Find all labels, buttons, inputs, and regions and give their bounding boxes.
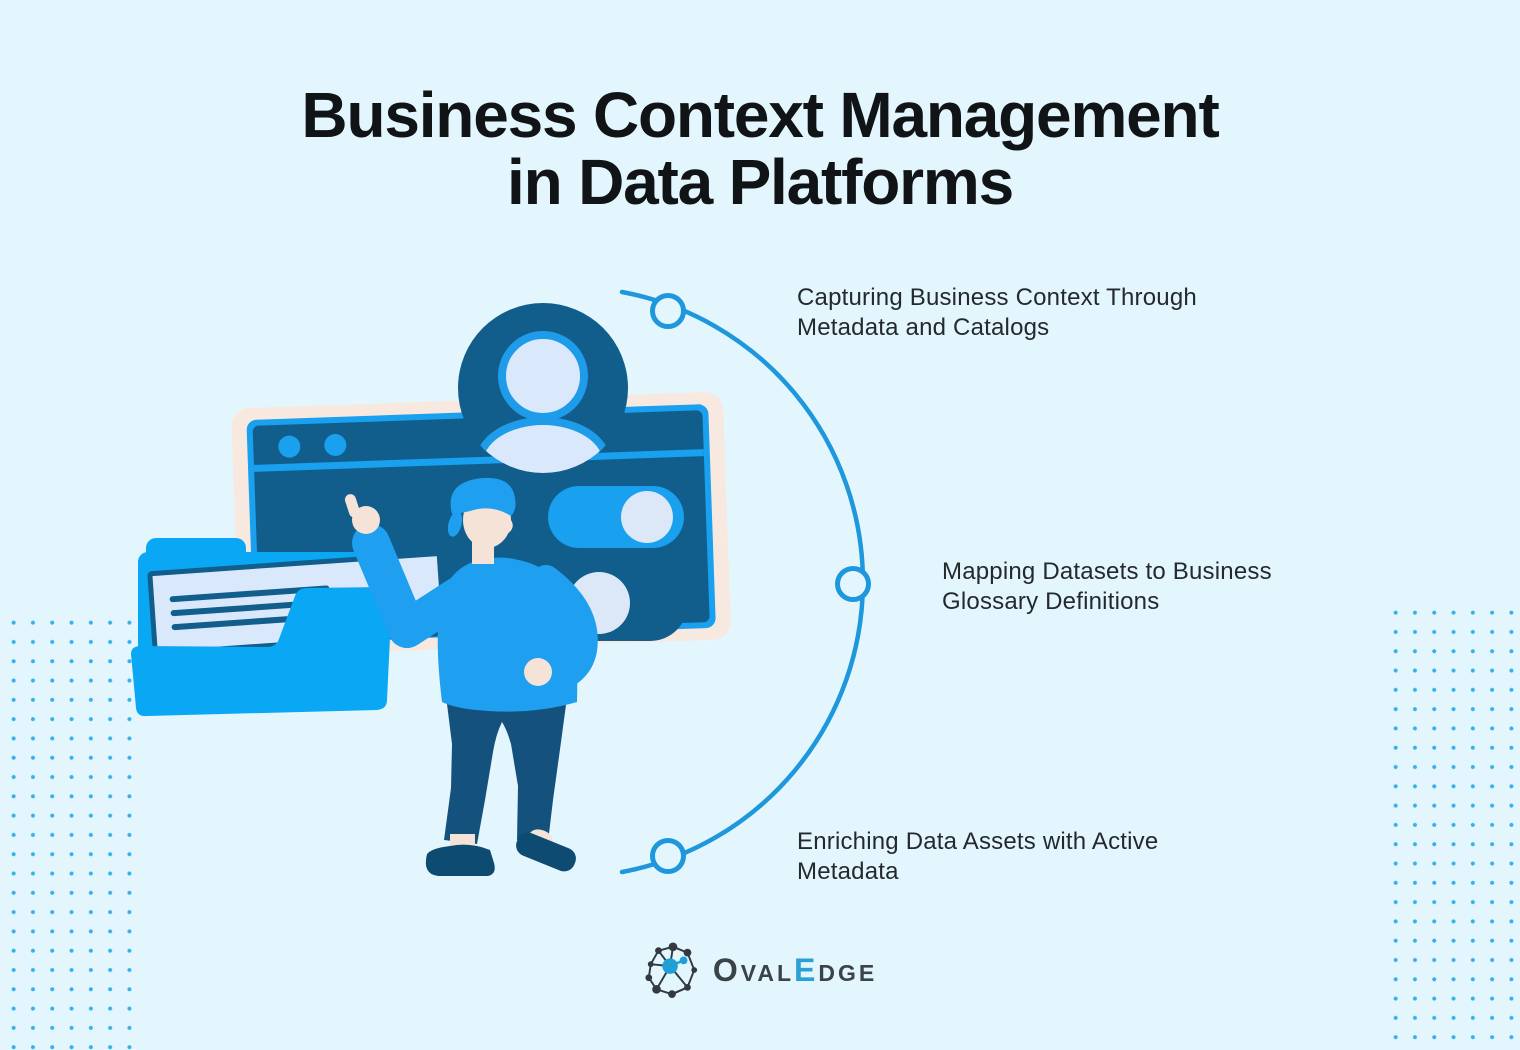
presenter-person-icon — [344, 477, 598, 876]
step-label-mapping: Mapping Datasets to Business Glossary De… — [942, 558, 1272, 615]
folder-front — [131, 587, 392, 717]
person-pants — [444, 688, 568, 844]
browser-dot-icon — [278, 435, 301, 458]
person-nose — [507, 516, 513, 534]
step-label-enriching: Enriching Data Assets with Active Metada… — [797, 828, 1159, 885]
dot-grid-right — [1382, 598, 1520, 1050]
brand-word-oval: Oval — [712, 951, 794, 988]
person-right-shoe — [516, 832, 576, 872]
avatar-head — [498, 331, 588, 421]
document-line — [169, 585, 330, 603]
person-cap-tail — [447, 511, 463, 537]
person-left-shoe — [425, 844, 495, 876]
page-title: Business Context Management in Data Plat… — [0, 79, 1520, 219]
dot-grid-left — [0, 608, 140, 1050]
document-line — [170, 599, 333, 617]
step-node-3 — [650, 838, 686, 874]
brand-wordmark: Oval Edge — [713, 952, 877, 989]
person-thumb — [344, 494, 360, 518]
person-right-hand — [524, 658, 552, 686]
brand-logo: Oval Edge — [0, 936, 1520, 1004]
page-title-line2: in Data Platforms — [507, 146, 1014, 219]
person-cap — [450, 477, 516, 516]
step-label-capturing: Capturing Business Context Through Metad… — [797, 284, 1197, 341]
step-node-1 — [650, 293, 686, 329]
person-right-arm — [531, 565, 598, 693]
toggle-on-knob — [621, 491, 673, 543]
page-title-line1: Business Context Management — [301, 79, 1219, 151]
browser-dot-icon — [324, 434, 347, 457]
network-graph-logo-icon — [645, 942, 697, 999]
step-node-2 — [835, 566, 871, 602]
brand-word-edge: Edge — [794, 951, 878, 988]
toggle-on-icon — [548, 486, 684, 548]
user-avatar-icon — [458, 303, 628, 473]
folder-icon — [131, 538, 448, 717]
